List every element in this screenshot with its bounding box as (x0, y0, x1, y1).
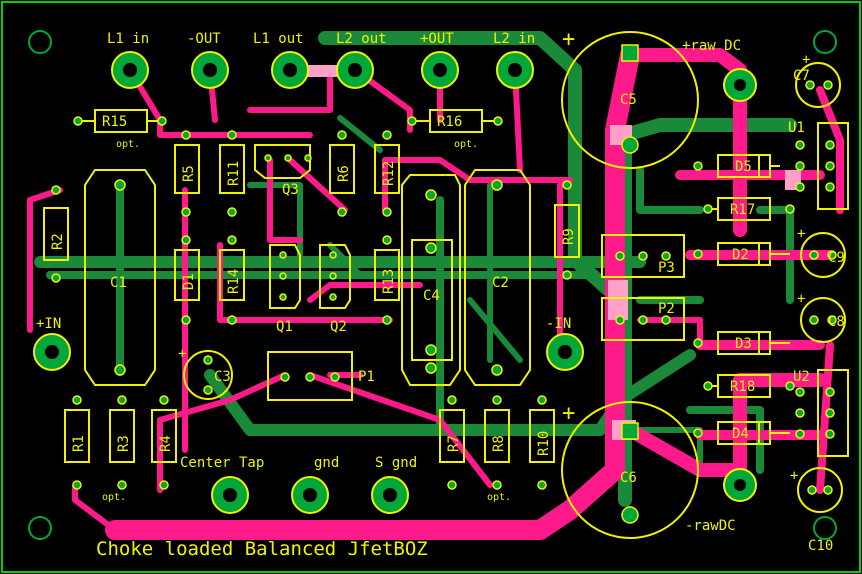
designator-c4: C4 (423, 288, 440, 304)
label-plus-in: +IN (36, 316, 61, 332)
label-raw-dc-neg: -rawDC (685, 518, 736, 534)
large-square-pads (621, 44, 639, 440)
label-raw-dc-pos: +raw DC (682, 38, 741, 54)
designator-r4: R4 (158, 435, 174, 452)
note-opt-r15: opt. (116, 139, 140, 150)
polarity-mark-c6: + (562, 401, 575, 426)
label-l1-out: L1 out (253, 31, 304, 47)
designator-c10: C10 (808, 538, 833, 554)
designator-d4: D4 (732, 426, 749, 442)
designator-q2: Q2 (330, 319, 347, 335)
mounting-holes (28, 30, 837, 540)
designator-c9: C9 (828, 250, 845, 266)
designator-c5: C5 (620, 92, 637, 108)
designator-d1: D1 (181, 273, 197, 290)
small-pads (51, 80, 837, 495)
pads-layer (33, 51, 757, 514)
designator-r15: R15 (102, 114, 127, 130)
designator-c8: C8 (828, 314, 845, 330)
designator-r18: R18 (730, 379, 755, 395)
label-center-tap: Center Tap (180, 455, 264, 471)
designator-r10: R10 (536, 431, 552, 456)
label-plus-out: +OUT (420, 31, 454, 47)
bottom-copper-layer (34, 31, 797, 507)
label-l1-in: L1 in (107, 31, 149, 47)
designator-r14: R14 (226, 269, 242, 294)
designator-d5: D5 (735, 159, 752, 175)
note-opt-r8: opt. (487, 492, 511, 503)
top-copper-layer (27, 45, 844, 540)
designator-d3: D3 (735, 336, 752, 352)
polarity-mark-c5: + (562, 27, 575, 52)
note-opt-r3: opt. (102, 492, 126, 503)
polarity-mark-c8: + (797, 291, 805, 307)
designator-r5: R5 (181, 165, 197, 182)
designator-d2: D2 (732, 247, 749, 263)
designator-r12: R12 (381, 161, 397, 186)
designator-r11: R11 (226, 161, 242, 186)
designator-c7: C7 (793, 68, 810, 84)
designator-u1: U1 (788, 120, 805, 136)
silkscreen-layer (43, 31, 849, 539)
label-s-gnd: S gnd (375, 455, 417, 471)
board-title: Choke loaded Balanced JfetBOZ (96, 538, 428, 560)
pad-holes (45, 63, 746, 502)
designator-q1: Q1 (276, 319, 293, 335)
large-round-pads (621, 136, 639, 524)
polarity-mark-c7: + (802, 52, 810, 68)
label-minus-in: -IN (546, 316, 571, 332)
polarity-mark-c9: + (797, 226, 805, 242)
label-gnd: gnd (314, 455, 339, 471)
designator-r9: R9 (561, 228, 577, 245)
designator-r16: R16 (437, 114, 462, 130)
designator-c1: C1 (110, 275, 127, 291)
designator-p3: P3 (658, 260, 675, 276)
designator-u2: U2 (793, 369, 810, 385)
designator-r8: R8 (491, 435, 507, 452)
designator-r3: R3 (116, 435, 132, 452)
designator-c3: C3 (214, 369, 231, 385)
designator-c6: C6 (620, 470, 637, 486)
designator-p1: P1 (358, 369, 375, 385)
label-l2-in: L2 in (493, 31, 535, 47)
designator-r2: R2 (50, 233, 66, 250)
designator-r13: R13 (381, 269, 397, 294)
note-opt-r16: opt. (454, 139, 478, 150)
designator-q3: Q3 (282, 182, 299, 198)
label-l2-out: L2 out (336, 31, 387, 47)
polarity-mark-c10: + (790, 468, 798, 484)
label-minus-out: -OUT (187, 31, 221, 47)
polarity-mark-c3: + (178, 346, 186, 362)
designator-r17: R17 (730, 202, 755, 218)
designator-r6: R6 (336, 165, 352, 182)
designator-c2: C2 (492, 275, 509, 291)
designator-r1: R1 (71, 435, 87, 452)
designator-p2: P2 (658, 301, 675, 317)
designator-r7: R7 (446, 435, 462, 452)
